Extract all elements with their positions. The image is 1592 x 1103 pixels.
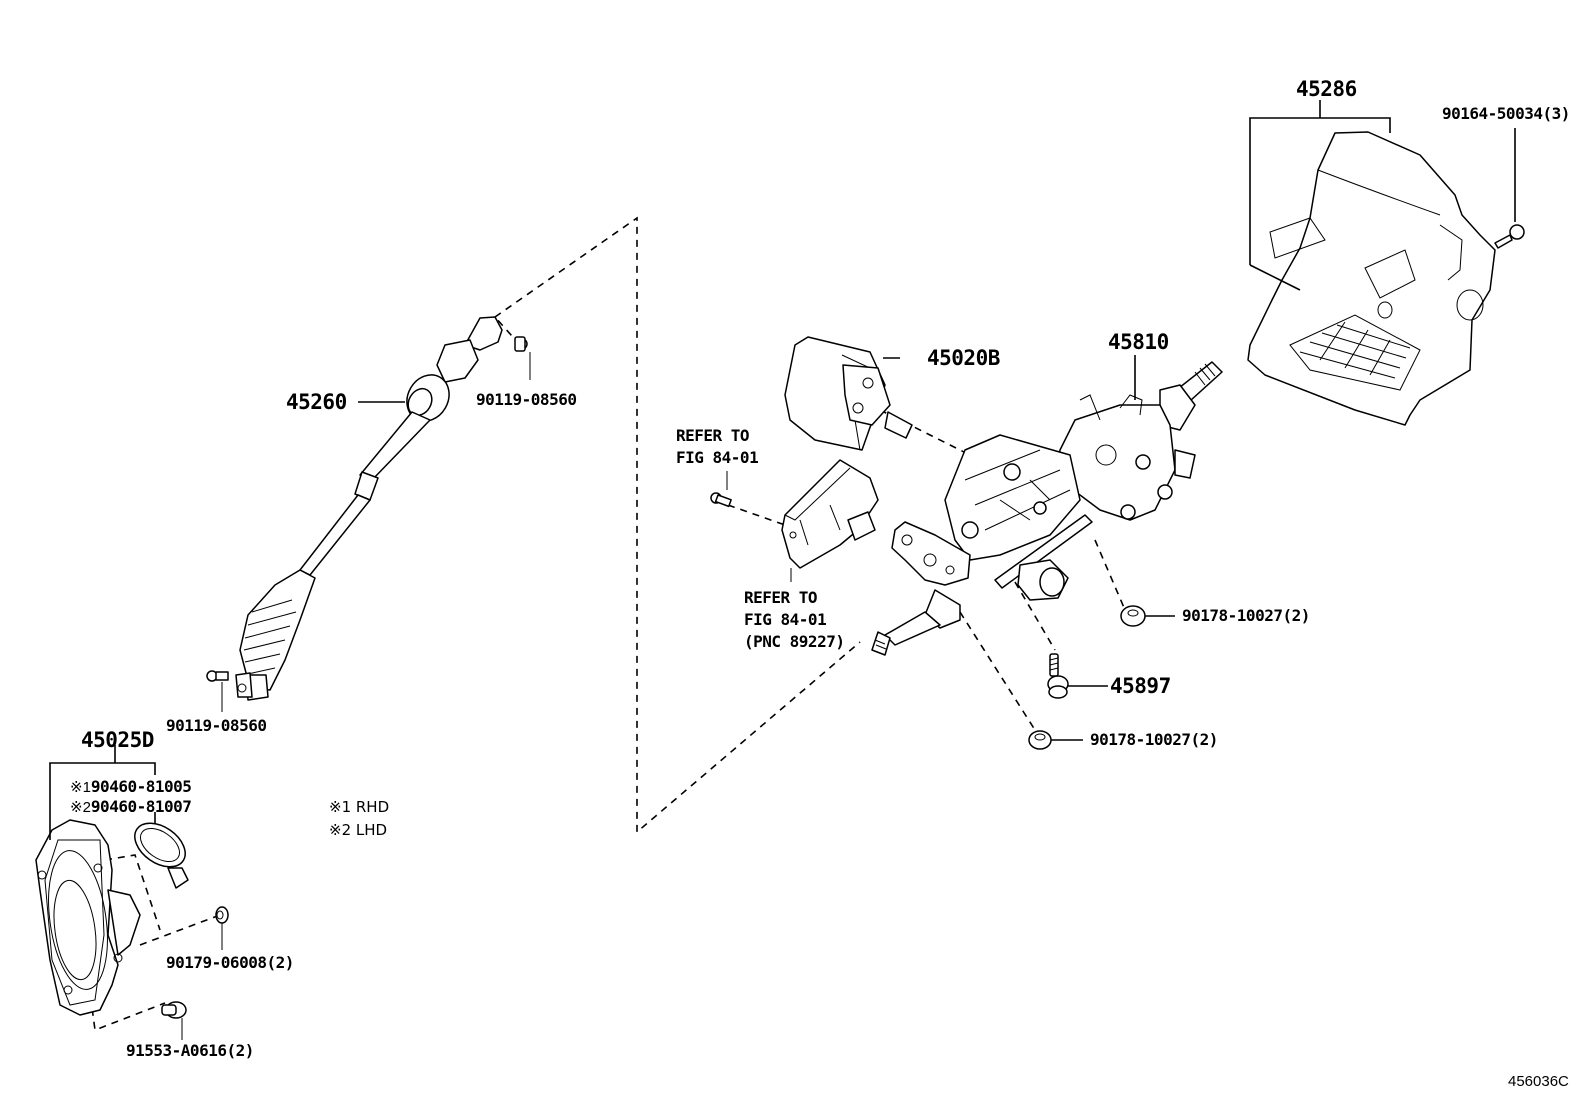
ref-ecu-line2[interactable]: FIG 84-01 [676, 448, 759, 467]
ref-pnc-line2[interactable]: FIG 84-01 [744, 610, 827, 629]
ecu-guide-dash [727, 504, 786, 526]
part-number-45897[interactable]: 45897 [1110, 674, 1171, 698]
figure-code: 456036C [1508, 1073, 1569, 1090]
cover-bolt [161, 1001, 187, 1040]
ref-pnc-line1: REFER TO [744, 588, 818, 607]
hole-cover-bracket-line [49, 762, 156, 840]
nut-right-guide-dash [1094, 539, 1126, 611]
nut-lower-guide-dash [959, 611, 1036, 731]
dashed-guide-lines [74, 216, 1126, 1032]
part-number-cover-bolt[interactable]: 91553-A0616(2) [126, 1041, 254, 1060]
hose-clamp [134, 822, 189, 889]
steering-column-assembly [871, 355, 1223, 656]
part-number-45810[interactable]: 45810 [1108, 330, 1169, 354]
cover-nut [215, 906, 229, 950]
cover-bolt-guide-dash [74, 879, 166, 1032]
shaft-bolt-upper [514, 336, 531, 380]
nut-lower [1028, 730, 1083, 750]
part-number-45286[interactable]: 45286 [1296, 77, 1357, 101]
lhd-marker: ※2 [70, 799, 91, 816]
steering-ecu-module [781, 459, 879, 569]
steering-lock-assembly [784, 336, 913, 451]
legend-lhd: ※2 LHD [329, 821, 388, 839]
clamp-lhd-row: ※290460-81007 [70, 797, 192, 816]
part-number-clamp-lhd[interactable]: 90460-81007 [90, 797, 192, 816]
upper-column-cover [1247, 100, 1496, 426]
ref-pnc-line3: (PNC 89227) [744, 632, 845, 651]
legend-rhd: ※1 RHD [329, 798, 390, 816]
part-number-cover-nut[interactable]: 90179-06008(2) [166, 953, 294, 972]
part-number-shaft-bolt-lower[interactable]: 90119-08560 [166, 716, 267, 735]
cover-nut-guide-dash [139, 914, 221, 946]
part-number-45020b[interactable]: 45020B [927, 346, 1000, 370]
column-bolt [1047, 653, 1108, 699]
part-number-nut-lower[interactable]: 90178-10027(2) [1090, 730, 1218, 749]
shaft-bolt-lower [206, 670, 229, 712]
cover-screw [1494, 128, 1525, 249]
part-number-nut-right[interactable]: 90178-10027(2) [1182, 606, 1310, 625]
ecu-screw [710, 471, 792, 582]
steering-hole-cover [35, 745, 156, 1016]
part-number-45025d[interactable]: 45025D [81, 728, 154, 752]
nut-right [1120, 605, 1175, 627]
clamp-guide-dash [104, 854, 161, 931]
clamp-rhd-row: ※190460-81005 [70, 777, 192, 796]
part-number-cover-screw[interactable]: 90164-50034(3) [1442, 104, 1570, 123]
rhd-marker: ※1 [70, 779, 91, 796]
ref-ecu-line1: REFER TO [676, 426, 750, 445]
bolt-guide-dash [1014, 581, 1056, 651]
intermediate-shaft [235, 316, 503, 701]
part-number-shaft-bolt-upper[interactable]: 90119-08560 [476, 390, 577, 409]
part-number-clamp-rhd[interactable]: 90460-81005 [90, 777, 192, 796]
part-number-45260[interactable]: 45260 [286, 390, 347, 414]
